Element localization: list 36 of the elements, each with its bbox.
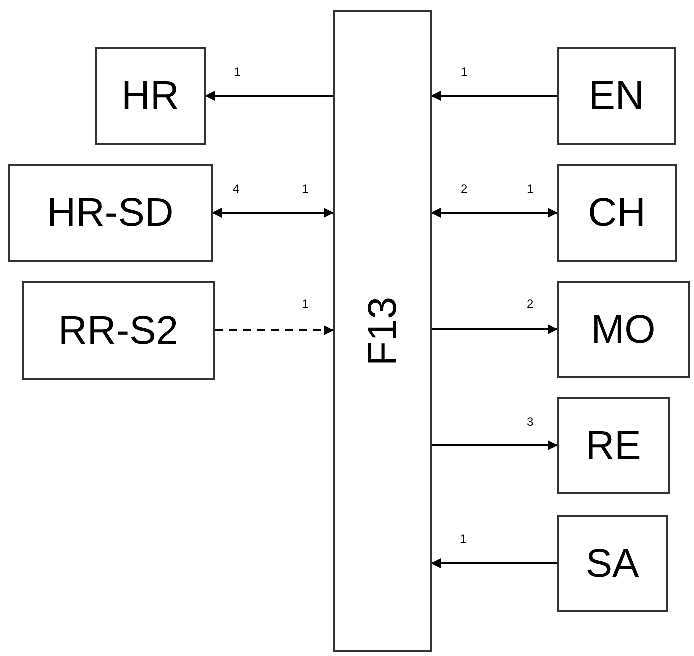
entity-box [557,164,677,262]
multiplicity-label: 2 [461,183,468,195]
entity-name: SA [586,544,640,584]
entity-box [557,47,676,145]
arrow [432,440,558,450]
arrow [205,91,333,101]
entity-box [8,164,213,262]
entity-name: HR [122,76,180,116]
multiplicity-label: 3 [527,416,534,428]
multiplicity-label: 2 [527,298,534,310]
entity-box [95,47,206,145]
multiplicity-label: 1 [460,533,467,545]
multiplicity-label: 1 [527,183,534,195]
multiplicity-label: 1 [302,183,309,195]
entity-name: F13 [362,296,402,366]
arrow [432,324,558,334]
multiplicity-label: 1 [234,66,241,78]
arrow [215,326,334,336]
arrow [431,208,558,218]
entity-name: CH [588,193,646,233]
entity-name: RR-S2 [58,310,179,350]
multiplicity-label: 1 [461,66,468,78]
entity-name: MO [591,310,656,350]
arrow [431,91,557,101]
arrow [431,558,557,568]
multiplicity-label: 4 [233,183,240,195]
entity-box [22,281,215,380]
entity-box [333,10,432,652]
entity-box [557,397,670,494]
arrow [212,208,334,218]
multiplicity-label: 1 [302,298,309,310]
entity-name: RE [586,426,642,466]
entity-name: EN [588,76,644,116]
entity-box [557,281,690,378]
entity-name: HR-SD [47,193,174,233]
entity-box [557,515,668,612]
